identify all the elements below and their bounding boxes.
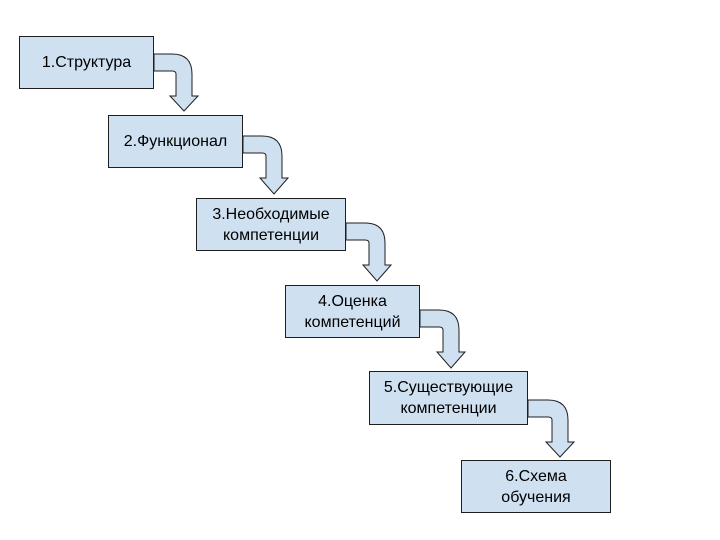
step-label-existing-competencies: 5.Существующие компетенции (383, 379, 514, 417)
step-label-structure: 1.Структура (41, 54, 132, 71)
step-box-required-competencies: 3.Необходимые компетенции (196, 198, 346, 251)
bent-arrow-5-to-6 (527, 399, 576, 458)
step-box-functional: 2.Функционал (108, 115, 243, 168)
step-label-training-scheme: 6.Схема обучения (501, 467, 571, 506)
bent-arrow-2-to-3 (242, 135, 290, 195)
step-label-required-competencies: 3.Необходимые компетенции (212, 205, 330, 244)
step-label-competency-assessment: 4.Оценка компетенций (304, 292, 401, 331)
step-box-training-scheme: 6.Схема обучения (461, 460, 611, 513)
step-label-functional: 2.Функционал (123, 133, 228, 150)
step-box-structure: 1.Структура (19, 36, 154, 89)
bent-arrow-1-to-2 (153, 53, 200, 112)
bent-arrow-3-to-4 (345, 222, 393, 282)
step-box-competency-assessment: 4.Оценка компетенций (285, 285, 420, 338)
step-box-existing-competencies: 5.Существующие компетенции (369, 371, 528, 425)
bent-arrow-4-to-5 (419, 309, 467, 369)
